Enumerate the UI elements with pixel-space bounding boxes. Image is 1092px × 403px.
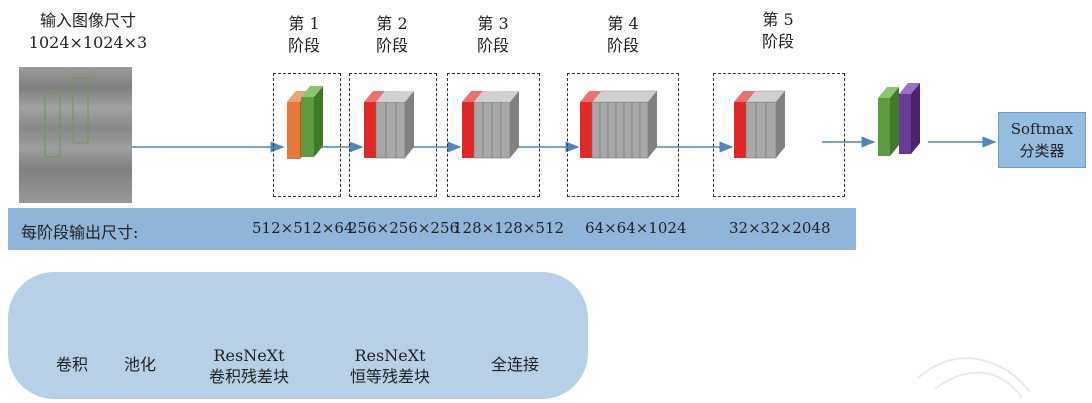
stage-5-box xyxy=(713,73,845,197)
stage-5-output: 32×32×2048 xyxy=(729,219,831,237)
stage-2-blocks xyxy=(364,91,414,159)
output-size-bar: 每阶段输出尺寸: 512×512×64 256×256×256 128×128×… xyxy=(8,208,856,250)
legend-label-conv: 卷积 xyxy=(55,355,88,374)
legend-label-fc: 全连接 xyxy=(490,355,539,374)
legend-label-resnext-identity: ResNeXt 恒等残差块 xyxy=(349,346,430,386)
stage-3-output: 128×128×512 xyxy=(453,219,565,237)
detection-box xyxy=(44,92,61,158)
watermark-stamp xyxy=(917,357,1031,399)
pool-fc-blocks xyxy=(878,83,920,156)
stage-4-output: 64×64×1024 xyxy=(585,219,687,237)
stage-1-output: 512×512×64 xyxy=(252,219,354,237)
output-bar-label: 每阶段输出尺寸: xyxy=(21,223,139,242)
stage-2-box xyxy=(349,73,437,197)
stage-3-box xyxy=(447,73,540,197)
stage-1-box xyxy=(273,73,341,197)
stage-3-blocks xyxy=(462,91,519,159)
legend-label-resnext-conv: ResNeXt 卷积残差块 xyxy=(208,346,289,386)
stage-1-blocks xyxy=(287,86,323,159)
input-size: 1024×1024×3 xyxy=(28,33,148,52)
softmax-classifier: Softmax 分类器 xyxy=(998,112,1086,168)
input-image xyxy=(19,67,132,203)
stage-5-blocks xyxy=(734,90,786,159)
legend-label-pool: 池化 xyxy=(123,355,156,374)
stage-4-box xyxy=(567,73,679,197)
stage-4-blocks xyxy=(580,90,658,159)
detection-box xyxy=(72,77,89,144)
legend xyxy=(8,272,588,399)
stage-2-output: 256×256×256 xyxy=(348,219,460,237)
input-title: 输入图像尺寸 xyxy=(39,11,136,30)
